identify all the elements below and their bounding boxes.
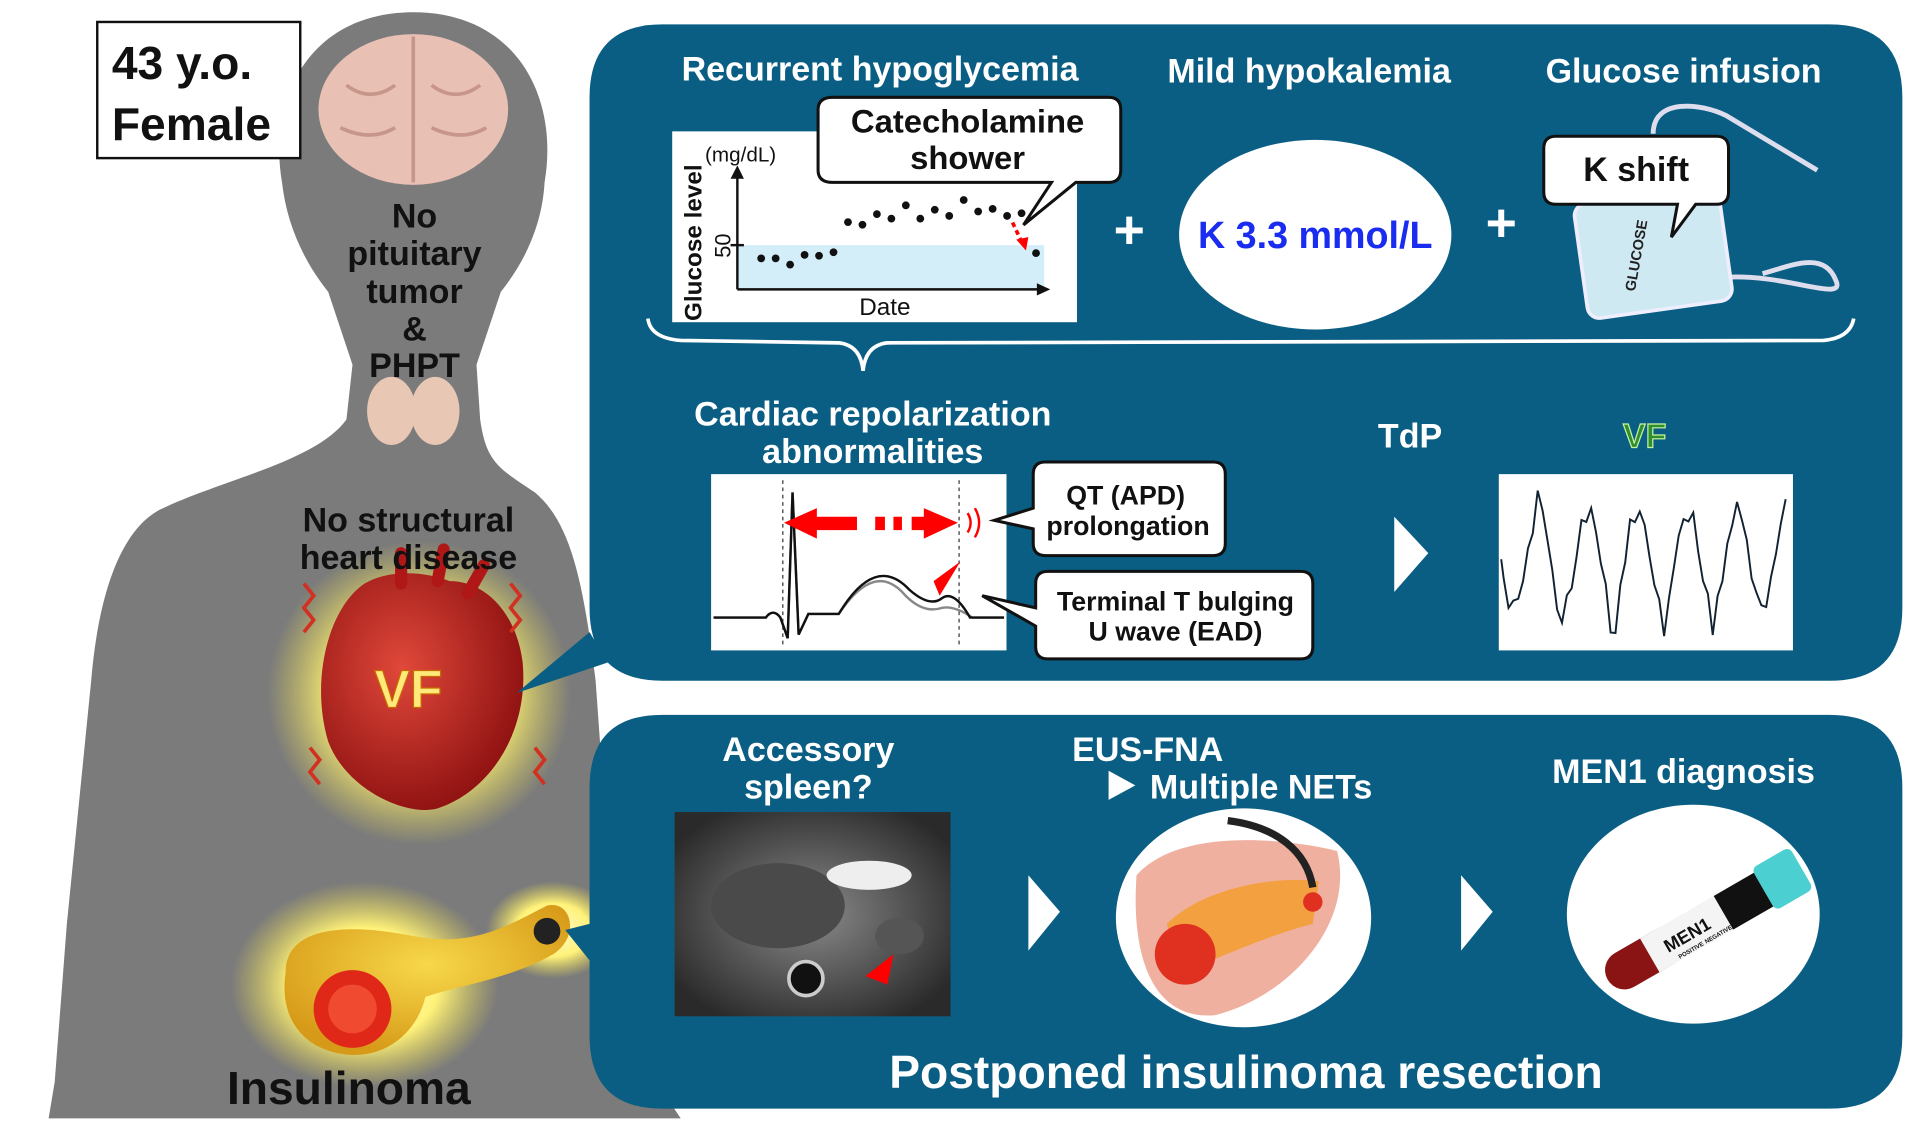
patient-box: 43 y.o. Female bbox=[96, 20, 302, 160]
glucose-data-point bbox=[887, 214, 896, 223]
head-finding-line: pituitary bbox=[347, 235, 481, 273]
hypoglycemia-zone bbox=[737, 245, 1045, 290]
glucose-data-point bbox=[844, 218, 852, 227]
vf-ecg-panel bbox=[1498, 474, 1793, 651]
glucose-data-point bbox=[757, 254, 766, 263]
callout-line: U wave (EAD) bbox=[1089, 617, 1263, 647]
bottom-panel: Accessory spleen? EUS-FNA Multiple NETs … bbox=[565, 714, 1903, 1109]
head-finding-line: No bbox=[392, 197, 437, 235]
x-axis-label: Date bbox=[859, 294, 910, 321]
k-shift-callout: K shift bbox=[1542, 134, 1731, 239]
arrow-right-icon bbox=[1461, 875, 1493, 951]
repolarization-title: Cardiac repolarization bbox=[694, 396, 1051, 434]
heart-findings: No structural heart disease bbox=[300, 501, 517, 577]
callout-line: QT (APD) bbox=[1066, 481, 1185, 511]
vf-title: VF bbox=[1623, 417, 1666, 455]
glucose-data-point bbox=[974, 207, 983, 216]
t-wave-callout: Terminal T bulging U wave (EAD) bbox=[981, 569, 1315, 661]
y-tick-50: 50 bbox=[711, 233, 736, 257]
eus-illustration bbox=[1115, 808, 1372, 1028]
qt-arrow-right bbox=[875, 508, 958, 539]
glucose-data-point bbox=[786, 260, 795, 269]
mri-image bbox=[674, 812, 951, 1017]
infusion-title: Glucose infusion bbox=[1546, 53, 1822, 91]
insulinoma-label: Insulinoma bbox=[227, 1062, 471, 1114]
heart-finding-line: heart disease bbox=[300, 539, 517, 577]
plus-sign: + bbox=[1114, 201, 1145, 260]
heart-icon: VF bbox=[267, 541, 572, 845]
conclusion-text: Postponed insulinoma resection bbox=[889, 1046, 1602, 1098]
glucose-data-point bbox=[959, 196, 968, 204]
glucose-data-point bbox=[771, 254, 780, 263]
head-finding-line: PHPT bbox=[369, 347, 460, 385]
eus-title: Multiple NETs bbox=[1150, 769, 1372, 807]
glucose-data-point bbox=[1017, 209, 1026, 218]
y-axis-label: Glucose level bbox=[680, 164, 707, 321]
drop-arrow bbox=[1016, 237, 1029, 251]
potassium-value: K 3.3 mmol/L bbox=[1198, 214, 1432, 256]
heart-finding-line: No structural bbox=[303, 501, 515, 539]
u-wave-arrowhead bbox=[933, 561, 961, 596]
arrow-right-icon bbox=[1028, 875, 1060, 951]
glucose-data-point bbox=[901, 201, 910, 210]
glucose-data-point bbox=[916, 214, 925, 223]
glucose-data-point bbox=[873, 210, 881, 219]
qt-callout: QT (APD) prolongation bbox=[988, 460, 1227, 558]
top-panel: Recurrent hypoglycemia Mild hypokalemia … bbox=[516, 24, 1903, 693]
glucose-data-point bbox=[930, 205, 939, 214]
glucose-data-point bbox=[1032, 249, 1040, 257]
ecg-panel bbox=[711, 474, 1007, 651]
head-finding-line: & bbox=[402, 310, 427, 348]
y-axis-unit: (mg/dL) bbox=[705, 144, 776, 167]
arrow-right-icon bbox=[1394, 516, 1429, 593]
qt-arrow-left bbox=[784, 508, 857, 539]
lesion-arrowhead bbox=[865, 954, 894, 985]
thyroid-icon bbox=[367, 376, 460, 445]
potassium-oval bbox=[1179, 139, 1452, 330]
k-shift-text: K shift bbox=[1583, 151, 1689, 189]
glucose-data-point bbox=[829, 248, 838, 257]
blood-tube-image: MEN1 POSITIVE NEGATIVE bbox=[1566, 804, 1820, 1024]
patient-sex: Female bbox=[112, 98, 271, 150]
men1-title: MEN1 diagnosis bbox=[1552, 753, 1815, 791]
brain-icon bbox=[318, 34, 509, 185]
eus-title: EUS-FNA bbox=[1072, 731, 1223, 769]
glucose-data-point bbox=[945, 212, 954, 220]
glucose-data-point bbox=[800, 250, 809, 259]
callout-line: Terminal T bulging bbox=[1057, 586, 1294, 616]
glucose-data-point bbox=[815, 251, 823, 260]
patient-age: 43 y.o. bbox=[112, 37, 252, 89]
tdp-label: TdP bbox=[1378, 417, 1442, 455]
head-finding-line: tumor bbox=[366, 273, 462, 311]
hypokalemia-title: Mild hypokalemia bbox=[1167, 53, 1452, 91]
catecholamine-callout: Catecholamine shower bbox=[816, 95, 1123, 227]
head-findings: No pituitary tumor & PHPT bbox=[347, 197, 481, 385]
spleen-title: Accessory bbox=[722, 731, 894, 769]
repolarization-title: abnormalities bbox=[762, 433, 983, 471]
vf-waveform bbox=[1500, 490, 1787, 637]
callout-line: Catecholamine bbox=[851, 103, 1084, 140]
plus-sign: + bbox=[1486, 194, 1517, 253]
glucose-bag-icon: GLUCOSE bbox=[1572, 103, 1840, 320]
glucose-data-point bbox=[988, 204, 997, 213]
hypoglycemia-title: Recurrent hypoglycemia bbox=[682, 50, 1080, 88]
spleen-title: spleen? bbox=[744, 769, 873, 807]
glucose-data-point bbox=[858, 220, 867, 229]
brace bbox=[646, 318, 1856, 372]
heart-vf-label: VF bbox=[374, 661, 442, 720]
glucose-data-point bbox=[1003, 212, 1011, 220]
play-arrow-icon bbox=[1108, 770, 1136, 800]
callout-line: shower bbox=[910, 139, 1025, 176]
callout-line: prolongation bbox=[1046, 511, 1209, 541]
